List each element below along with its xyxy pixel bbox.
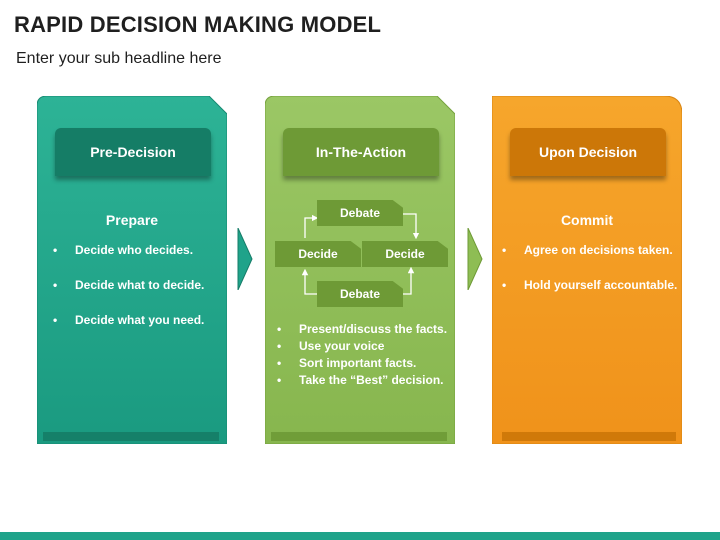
bullet-item: Decide what you need. (53, 312, 221, 329)
bullet-item: Decide what to decide. (53, 277, 221, 294)
card-upon-decision-bullet-list: Agree on decisions taken. Hold yourself … (502, 242, 678, 312)
card-in-the-action-bullet-list: Present/discuss the facts. Use your voic… (277, 321, 453, 389)
bullet-item: Present/discuss the facts. (277, 321, 453, 338)
card-upon-decision-section-title: Commit (560, 212, 614, 228)
arrow-connector (304, 214, 319, 238)
card-upon-decision-header: Upon Decision (510, 128, 666, 176)
chevron-right-icon (237, 228, 253, 290)
bullet-item: Use your voice (277, 338, 453, 355)
cycle-box-debate-top: Debate (317, 200, 403, 226)
cycle-box-debate-bottom: Debate (317, 281, 403, 307)
page-title: RAPID DECISION MAKING MODEL (14, 12, 382, 37)
card-pre-decision-bullet-list: Decide who decides. Decide what to decid… (53, 242, 221, 347)
cycle-box-decide-left: Decide (275, 241, 361, 267)
card-pre-decision-background (37, 96, 227, 444)
arrow-connector (403, 213, 420, 240)
card-pre-decision: Pre-Decision Prepare Decide who decides.… (37, 96, 227, 444)
arrow-connector (301, 268, 317, 295)
card-in-the-action-header: In-The-Action (283, 128, 439, 176)
card-in-the-action: In-The-Action Debate Decide Decide Debat… (265, 96, 455, 444)
card-pre-decision-header: Pre-Decision (55, 128, 211, 176)
footer-accent-bar (0, 532, 720, 540)
cycle-arrows (301, 213, 420, 295)
chevron-right-icon (467, 228, 483, 290)
card-pre-decision-section-title: Prepare (105, 212, 159, 228)
bullet-item: Hold yourself accountable. (502, 277, 678, 294)
bullet-item: Take the “Best” decision. (277, 372, 453, 389)
page-subtitle: Enter your sub headline here (16, 50, 222, 67)
cycle-box-decide-right: Decide (362, 241, 448, 267)
bullet-item: Decide who decides. (53, 242, 221, 259)
card-upon-decision: Upon Decision Commit Agree on decisions … (492, 96, 682, 444)
card-upon-decision-background (492, 96, 682, 444)
arrow-connector (403, 266, 415, 295)
bullet-item: Agree on decisions taken. (502, 242, 678, 259)
bullet-item: Sort important facts. (277, 355, 453, 372)
